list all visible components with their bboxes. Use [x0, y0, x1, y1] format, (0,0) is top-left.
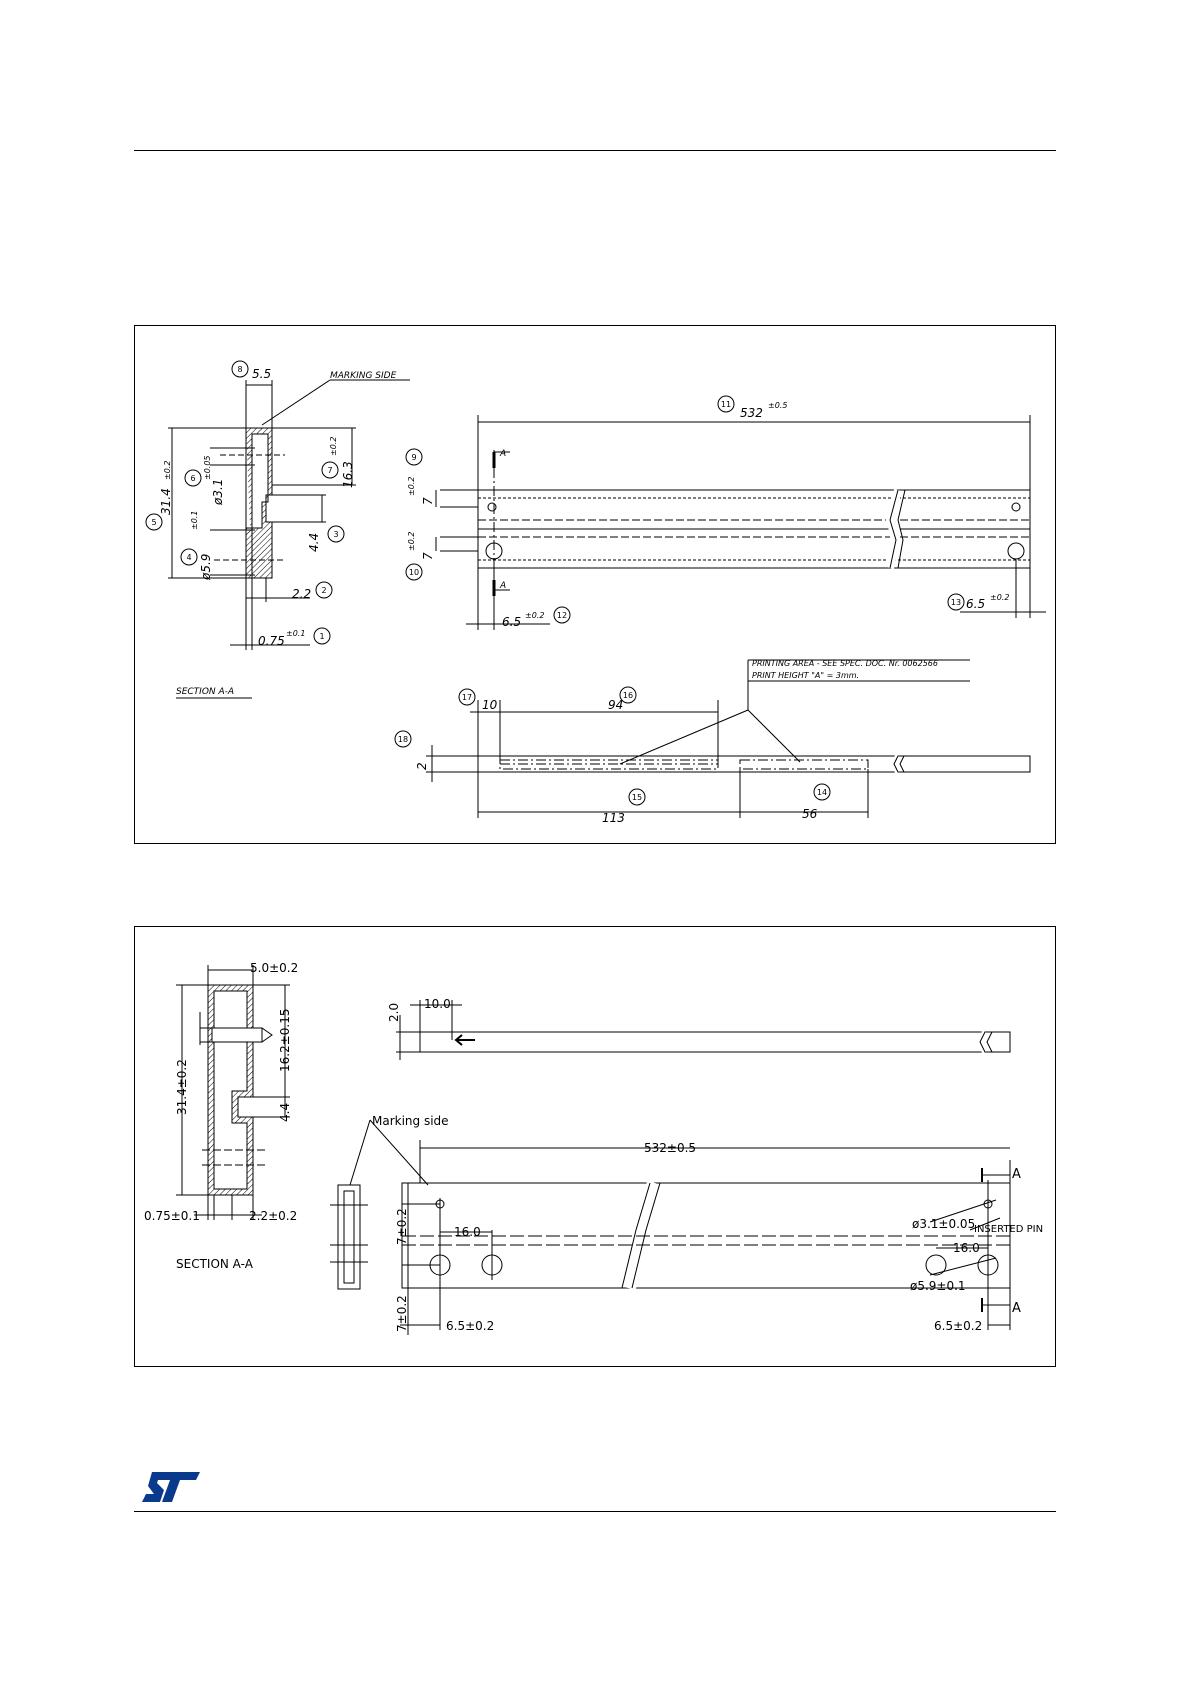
dim-16-left: 16.0 — [454, 1225, 481, 1239]
dim-94: 94 — [608, 698, 623, 712]
dim-4-4: 4.4 — [307, 533, 321, 552]
section-marker-bottom: A — [499, 581, 506, 591]
dim-0-75-b: 0.75±0.1 — [144, 1209, 200, 1223]
dim-7-upper: 7 — [421, 497, 435, 505]
header-rule — [134, 150, 1056, 151]
dim-113: 113 — [602, 811, 625, 825]
dim-6-5-left-tol: ±0.2 — [525, 611, 544, 620]
section-profile-1 — [245, 427, 273, 579]
st-logo — [142, 1472, 200, 1502]
balloon-11: 11 — [721, 400, 731, 409]
balloon-3: 3 — [333, 530, 338, 539]
dim-31-4-b: 31.4±0.2 — [175, 1059, 189, 1115]
dim-10: 10 — [482, 698, 498, 712]
balloon-14: 14 — [817, 788, 827, 797]
dim-56: 56 — [802, 807, 818, 821]
dim-2-0: 2.0 — [387, 1003, 401, 1022]
drawing-frame-1 — [134, 325, 1056, 844]
dim-6-5-right: 6.5 — [966, 597, 985, 611]
balloon-18: 18 — [398, 735, 408, 744]
dim-2: 2 — [415, 762, 429, 770]
dim-2-2: 2.2 — [292, 587, 311, 601]
balloon-10: 10 — [409, 568, 419, 577]
dim-7-a: 7±0.2 — [395, 1208, 409, 1245]
dim-31-4: 31.4 — [159, 488, 173, 515]
dim-0-75-tol: ±0.1 — [286, 629, 305, 638]
dim-hole-small: ø3.1±0.05 — [912, 1217, 975, 1231]
drawing-frame-2 — [134, 926, 1056, 1367]
footer-rule — [134, 1511, 1056, 1512]
dim-16-3: 16.3 — [341, 461, 355, 488]
dim-7-lower: 7 — [421, 552, 435, 560]
inserted-pin-label: INSERTED PIN — [974, 1224, 1043, 1235]
balloon-5: 5 — [151, 518, 156, 527]
dim-hole-large: ø5.9±0.1 — [910, 1279, 966, 1293]
printing-note-2: PRINT HEIGHT "A" = 3mm. — [752, 671, 859, 680]
section-marker-a-bottom: A — [1012, 1301, 1021, 1316]
dim-3-1-tol: ±0.05 — [203, 455, 212, 480]
dim-6-5-right-b: 6.5±0.2 — [934, 1319, 982, 1333]
dim-5-5: 5.5 — [252, 367, 271, 381]
section-title-2: SECTION A-A — [176, 1257, 254, 1271]
dim-532-tol: ±0.5 — [768, 401, 787, 410]
balloon-13: 13 — [951, 598, 961, 607]
dim-532-b: 532±0.5 — [644, 1141, 696, 1155]
balloon-2: 2 — [321, 586, 326, 595]
section-marker-top: A — [499, 449, 506, 459]
marking-side-label-2: Marking side — [372, 1114, 449, 1128]
balloon-8: 8 — [237, 365, 242, 374]
dim-5-9-tol: ±0.1 — [190, 511, 199, 530]
dim-31-4-tol: ±0.2 — [163, 461, 172, 480]
balloon-4: 4 — [186, 553, 191, 562]
balloon-9: 9 — [411, 453, 416, 462]
balloon-17: 17 — [462, 693, 472, 702]
dim-10-0: 10.0 — [424, 997, 451, 1011]
dim-4-4-b: 4.4 — [278, 1103, 292, 1122]
dim-6-5-left: 6.5 — [502, 615, 521, 629]
dim-6-5-right-tol: ±0.2 — [990, 593, 1009, 602]
dim-7-upper-tol: ±0.2 — [407, 477, 416, 496]
dim-0-75: 0.75 — [258, 634, 285, 648]
balloon-7: 7 — [327, 466, 332, 475]
dim-16-2: 16.2±0.15 — [278, 1009, 292, 1073]
dim-3-1: ø3.1 — [211, 479, 225, 506]
dim-16-3-tol: ±0.2 — [329, 437, 338, 456]
balloon-1: 1 — [319, 632, 324, 641]
dim-7-b: 7±0.2 — [395, 1295, 409, 1332]
balloon-6: 6 — [190, 474, 195, 483]
dim-7-lower-tol: ±0.2 — [407, 532, 416, 551]
section-title-1: SECTION A-A — [176, 687, 234, 697]
marking-side-label: MARKING SIDE — [330, 371, 397, 381]
section-marker-a-top: A — [1012, 1167, 1021, 1182]
balloon-16: 16 — [623, 691, 633, 700]
printing-note-1: PRINTING AREA - SEE SPEC. DOC. Nr. 00625… — [752, 659, 938, 668]
dim-16-right: 16.0 — [953, 1241, 980, 1255]
dim-5-9: ø5.9 — [199, 554, 213, 581]
dim-6-5-left-b: 6.5±0.2 — [446, 1319, 494, 1333]
dim-5-0: 5.0±0.2 — [250, 961, 298, 975]
balloon-12: 12 — [557, 611, 567, 620]
balloon-15: 15 — [632, 793, 642, 802]
dim-532: 532 — [740, 406, 763, 420]
dim-2-2-b: 2.2±0.2 — [249, 1209, 297, 1223]
